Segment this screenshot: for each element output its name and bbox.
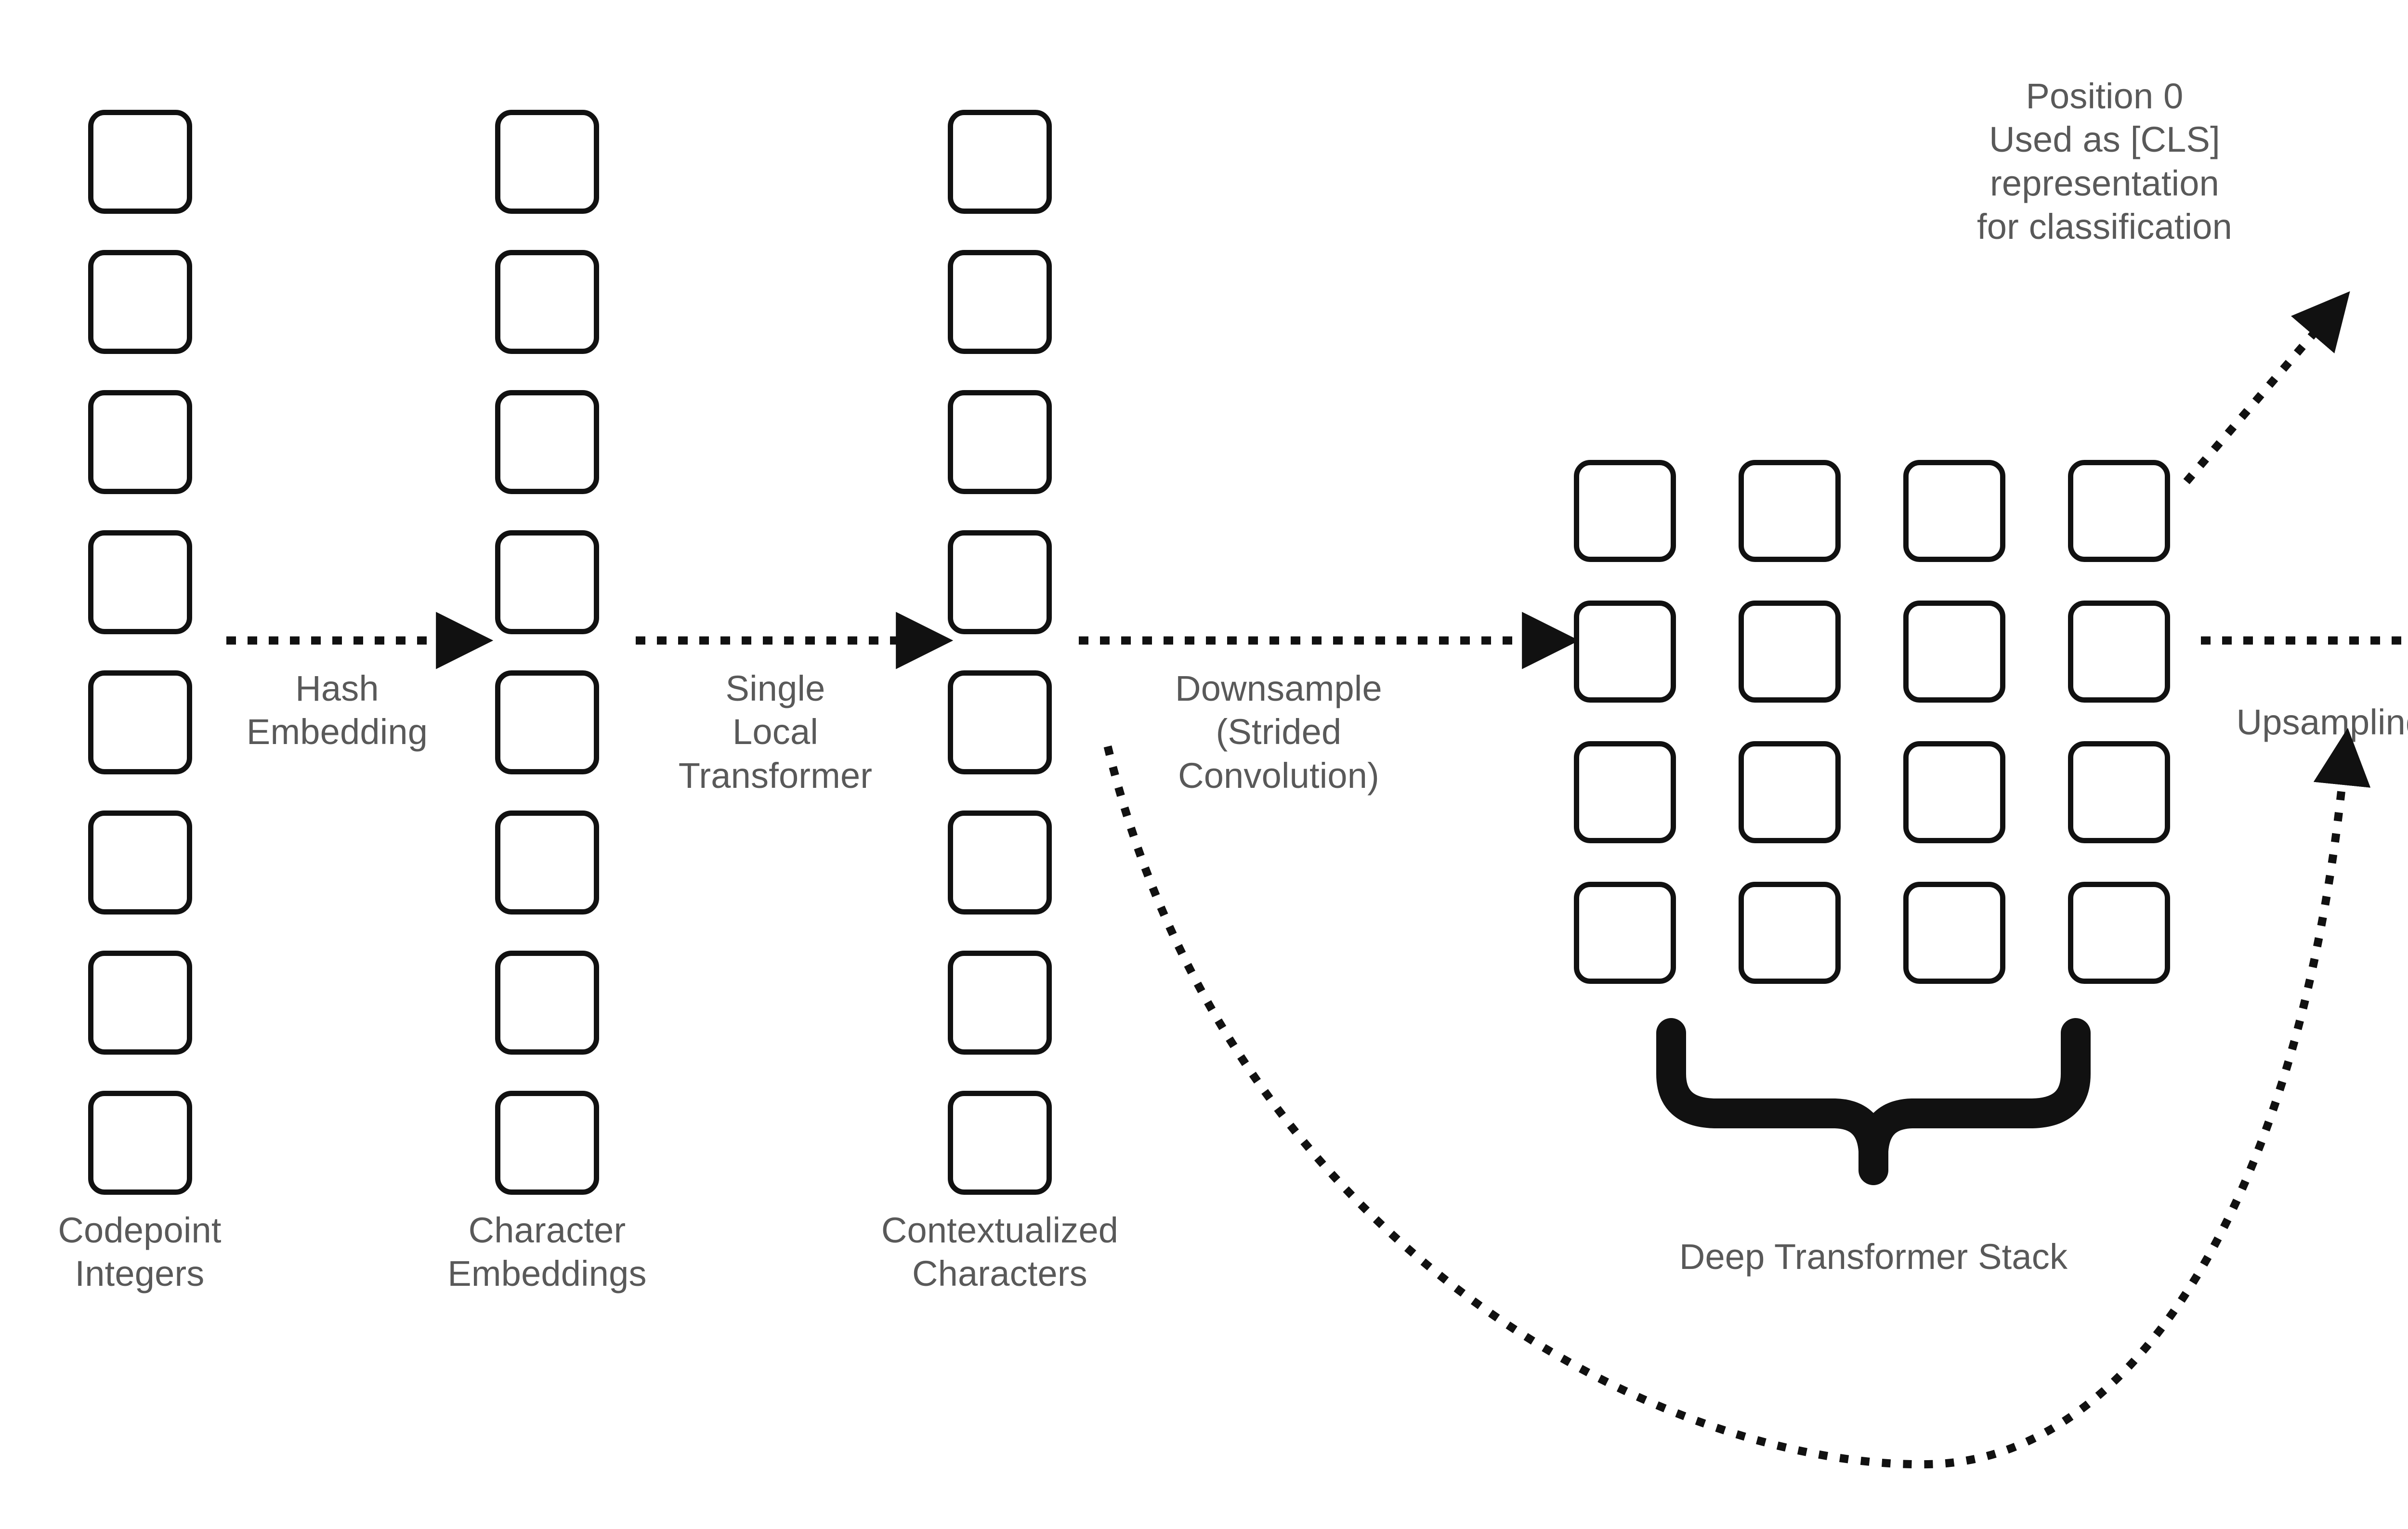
token-box (88, 110, 192, 214)
token-box (495, 810, 599, 915)
arrow-residual-skip (1103, 728, 2371, 1469)
token-box (88, 951, 192, 1055)
annotation-cls-note: Position 0 Used as [CLS] representation … (1976, 76, 2233, 247)
column-label-contextualized-characters: Contextualized Characters (881, 1210, 1119, 1294)
stack-box (1903, 882, 2005, 984)
stack-box (1903, 460, 2005, 562)
token-box (495, 390, 599, 494)
stack-box (1574, 882, 1676, 984)
token-box (88, 390, 192, 494)
token-box (948, 530, 1052, 634)
token-box (495, 530, 599, 634)
stack-box (1739, 601, 1841, 703)
column-label-character-embeddings: Character Embeddings (447, 1210, 647, 1294)
stack-box (1739, 882, 1841, 984)
stack-box (1574, 601, 1676, 703)
token-box (948, 110, 1052, 214)
token-box (948, 1091, 1052, 1195)
stack-box (1574, 460, 1676, 562)
arrow-label-single-local-transformer: Single Local Transformer (678, 668, 873, 796)
stack-box (1903, 741, 2005, 843)
token-box (948, 250, 1052, 354)
stack-box (2068, 741, 2170, 843)
stack-brace-icon (1656, 1018, 2091, 1185)
token-box (88, 810, 192, 915)
arrow-cls-pointer (2183, 291, 2350, 484)
arrow-label-hash-embedding: Hash Embedding (246, 668, 428, 752)
stack-box (2068, 601, 2170, 703)
arrow-label-downsample: Downsample (Strided Convolution) (1175, 668, 1382, 796)
token-box (495, 110, 599, 214)
stack-box (2068, 460, 2170, 562)
token-box (88, 250, 192, 354)
column-label-deep-transformer-stack: Deep Transformer Stack (1679, 1237, 2068, 1277)
stack-box (1739, 741, 1841, 843)
token-box (495, 1091, 599, 1195)
token-box (88, 530, 192, 634)
stack-box (1574, 741, 1676, 843)
token-box (495, 670, 599, 774)
column-label-codepoint-integers: Codepoint Integers (58, 1210, 222, 1294)
token-box (948, 670, 1052, 774)
token-box (948, 951, 1052, 1055)
stack-box (2068, 882, 2170, 984)
token-box (948, 810, 1052, 915)
token-box (88, 670, 192, 774)
arrow-label-upsampling: Upsampling (2236, 702, 2408, 742)
stack-box (1739, 460, 1841, 562)
token-box (495, 250, 599, 354)
token-box (948, 390, 1052, 494)
token-box (495, 951, 599, 1055)
token-box (88, 1091, 192, 1195)
stack-box (1903, 601, 2005, 703)
